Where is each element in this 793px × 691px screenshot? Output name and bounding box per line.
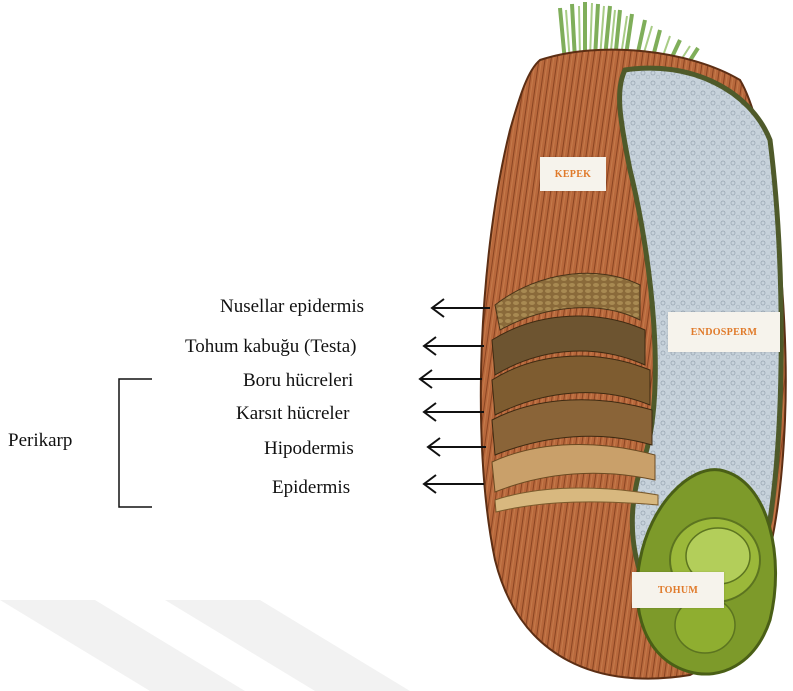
arrow-4 <box>424 403 484 421</box>
label-epidermis: Epidermis <box>272 478 350 497</box>
arrow-3 <box>420 370 482 388</box>
tag-kepek: KEPEK <box>540 157 606 191</box>
label-perikarp: Perikarp <box>8 431 72 450</box>
arrow-2 <box>424 337 484 355</box>
perikarp-bracket <box>119 379 152 507</box>
label-hipodermis: Hipodermis <box>264 439 354 458</box>
label-boru-hucreleri: Boru hücreleri <box>243 371 353 390</box>
label-karsit-hucreler: Karsıt hücreler <box>236 404 349 423</box>
arrows <box>420 299 490 493</box>
label-nusellar-epidermis: Nusellar epidermis <box>220 297 364 316</box>
arrow-1 <box>432 299 490 317</box>
label-testa: Tohum kabuğu (Testa) <box>185 337 356 356</box>
arrow-5 <box>428 438 486 456</box>
tag-tohum: TOHUM <box>632 572 724 608</box>
tag-endosperm: ENDOSPERM <box>668 312 780 352</box>
arrow-6 <box>424 475 484 493</box>
